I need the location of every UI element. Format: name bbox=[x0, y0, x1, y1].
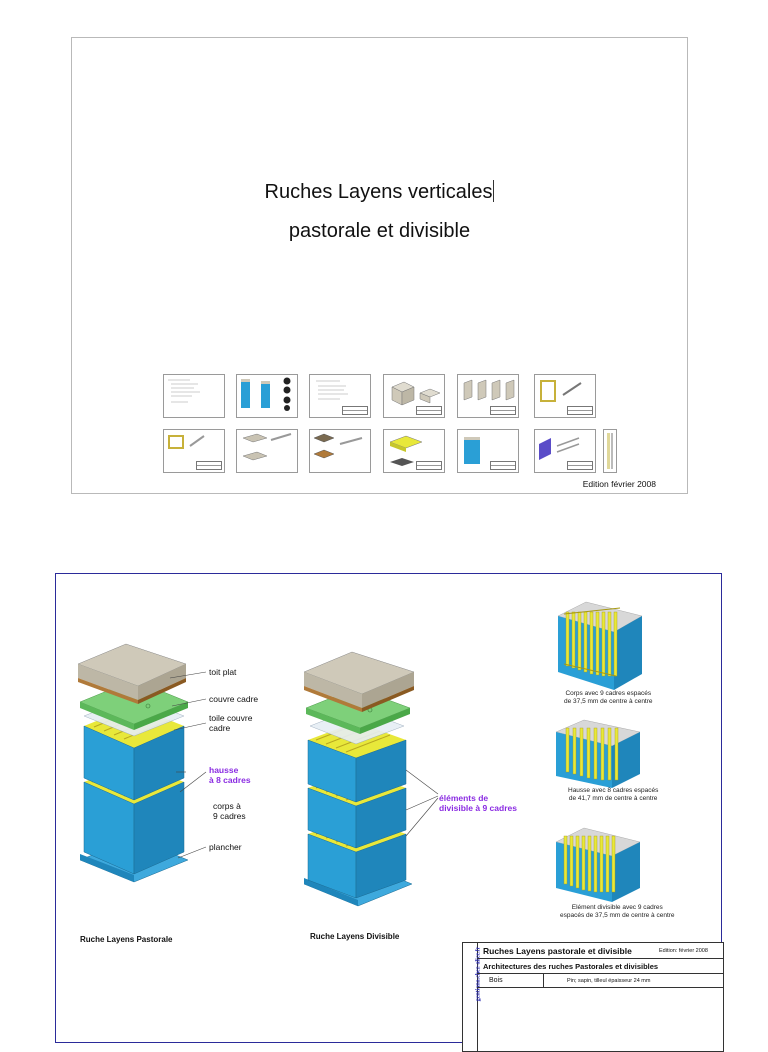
thumbnail-page-7[interactable] bbox=[163, 429, 225, 473]
thumb-tray-drawing bbox=[389, 435, 423, 466]
divisible-leader-lines bbox=[405, 769, 439, 837]
thumbnail-page-2[interactable] bbox=[236, 374, 298, 418]
thumb-blue-box bbox=[464, 437, 480, 464]
edition-date: Edition février 2008 bbox=[582, 479, 656, 489]
hausse-8-frames-drawing bbox=[555, 719, 641, 788]
hive-divisible-drawing bbox=[303, 651, 415, 907]
thumb-frame-drawing bbox=[540, 380, 582, 402]
label-toit-plat: toit plat bbox=[209, 667, 237, 677]
thumb-title-block bbox=[490, 406, 516, 415]
body-9-frames-drawing bbox=[557, 601, 643, 690]
material-divider bbox=[543, 974, 544, 987]
thumb-slat-drawing bbox=[607, 433, 613, 469]
thumbnail-page-13[interactable] bbox=[603, 429, 617, 473]
caption-ruche-pastorale: Ruche Layens Pastorale bbox=[80, 935, 173, 944]
thumb-hive-drawing bbox=[241, 377, 291, 411]
thumbnail-page-9[interactable] bbox=[309, 429, 371, 473]
title-block-side: gentiana.chez-alice.fr bbox=[463, 943, 481, 1051]
thumb-text-lines bbox=[316, 380, 348, 400]
thumb-frame-drawing bbox=[168, 435, 205, 449]
thumb-title-block bbox=[490, 461, 516, 470]
thumbnail-page-11[interactable] bbox=[457, 429, 519, 473]
thumb-title-block bbox=[416, 406, 442, 415]
thumb-title-block bbox=[567, 461, 593, 470]
material-value: Pin; sapin, tilleul épaisseur 24 mm bbox=[567, 978, 651, 984]
thumb-title-block bbox=[416, 461, 442, 470]
title-block-row-material: Bois Pin; sapin, tilleul épaisseur 24 mm bbox=[477, 974, 723, 988]
title-block-row-title: Ruches Layens pastorale et divisible Edi… bbox=[477, 943, 723, 959]
drawing-date: Edition: février 2008 bbox=[659, 948, 708, 954]
thumbnail-page-5[interactable] bbox=[457, 374, 519, 418]
drawing-title: Ruches Layens pastorale et divisible bbox=[483, 946, 632, 956]
thumb-box-drawing bbox=[391, 381, 441, 406]
thumb-text-lines bbox=[168, 379, 200, 403]
thumb-title-block bbox=[196, 461, 222, 470]
cover-title-line1: Ruches Layens verticales bbox=[264, 180, 495, 203]
cover-title-line2: pastorale et divisible bbox=[288, 220, 471, 242]
cover-page: Ruches Layens verticales pastorale et di… bbox=[71, 37, 688, 494]
label-plancher: plancher bbox=[209, 842, 242, 852]
thumb-title-block bbox=[342, 406, 368, 415]
thumbnail-page-4[interactable] bbox=[383, 374, 445, 418]
thumbnail-page-6[interactable] bbox=[534, 374, 596, 418]
thumb-panels-drawing bbox=[463, 379, 515, 401]
drawing-subtitle: Architectures des ruches Pastorales et d… bbox=[483, 962, 659, 971]
thumb-board-drawing bbox=[313, 433, 363, 459]
thumb-title-block bbox=[567, 406, 593, 415]
thumbnail-page-12[interactable] bbox=[534, 429, 596, 473]
thumbnail-page-3[interactable] bbox=[309, 374, 371, 418]
thumbnail-page-1[interactable] bbox=[163, 374, 225, 418]
caption-ruche-divisible: Ruche Layens Divisible bbox=[310, 932, 400, 941]
element-divisible-drawing bbox=[555, 827, 641, 902]
material-label: Bois bbox=[489, 977, 503, 984]
thumb-board-drawing bbox=[242, 433, 292, 461]
thumbnail-page-10[interactable] bbox=[383, 429, 445, 473]
label-couvre-cadre: couvre cadre bbox=[209, 694, 259, 704]
pastorale-leader-lines bbox=[169, 671, 207, 859]
thumb-frames-drawing bbox=[539, 437, 580, 460]
hive-pastorale-drawing bbox=[77, 643, 189, 883]
text-caret bbox=[493, 180, 495, 202]
thumbnail-page-8[interactable] bbox=[236, 429, 298, 473]
title-block: gentiana.chez-alice.fr Ruches Layens pas… bbox=[462, 942, 724, 1052]
title-block-row-subtitle: Architectures des ruches Pastorales et d… bbox=[477, 959, 723, 974]
